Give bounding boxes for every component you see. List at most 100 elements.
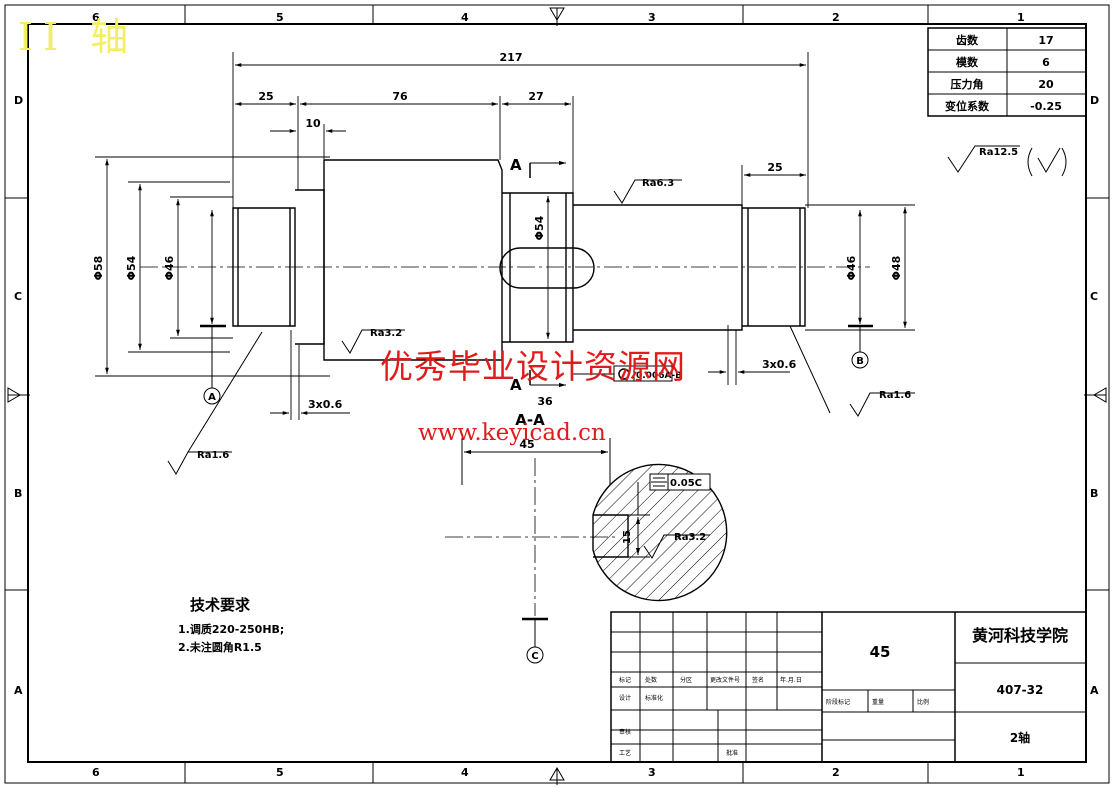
param-label: 齿数 [956,33,979,47]
zone-col-label: 5 [276,11,284,24]
watermark-url: www.keyicad.cn [418,420,606,446]
dimension-lines [95,52,915,420]
param-label: 模数 [956,55,979,69]
note-item: 1.调质220-250HB; [178,622,284,636]
dim-key-depth: 15 [622,530,633,544]
tb-cell: 审核 [619,728,631,736]
param-value: -0.25 [1030,100,1062,113]
tb-cell: 设计 [619,694,631,702]
zone-col-label: 6 [92,766,100,779]
param-label: 变位系数 [945,99,990,113]
tb-cell: 标准化 [645,694,663,702]
notes-title: 技术要求 [190,596,251,614]
dimension-texts: 217 25 76 27 10 25 Φ58 Φ54 Φ46 Φ54 Φ46 Φ… [92,51,903,411]
datum-c-label: C [531,651,538,662]
tb-cell: 批准 [726,749,738,757]
general-roughness: Ra12.5 [947,145,1067,177]
roughness-label: Ra6.3 [642,178,674,189]
school-name: 黄河科技学院 [972,626,1068,645]
tb-cell: 分区 [680,676,692,684]
section-label: A-A [515,411,545,429]
dim-chamfer-right: 3x0.6 [762,358,797,371]
title-block-text: 45 黄河科技学院 407-32 2轴 标记 处数 分区 更改文件号 签名 年.… [619,626,1068,757]
tb-cell: 比例 [917,698,929,706]
section-mark-bottom: A [510,376,522,394]
dim-shoulder: 10 [305,117,321,130]
zone-col-label: 5 [276,766,284,779]
datum-a: A [200,324,226,405]
dim-key-width: 36 [537,395,553,408]
zone-row-label: A [14,684,23,697]
sheet-frame [4,4,1110,785]
roughness-label: Ra3.2 [370,328,402,339]
param-value: 20 [1038,78,1054,91]
param-value: 17 [1038,34,1053,47]
title-block [610,611,1087,763]
zone-row-label: C [1090,290,1098,303]
dim-seg-right: 25 [767,161,782,174]
zone-row-label: C [14,290,22,303]
zone-col-label: 3 [648,11,656,24]
tb-cell: 重量 [872,698,884,706]
dim-section-width: 45 [519,438,534,451]
section-marks: A A [510,156,566,394]
technical-notes: 技术要求 1.调质220-250HB; 2.未注圆角R1.5 [178,596,284,654]
dim-seg-middle: 76 [392,90,408,103]
zone-col-label: 2 [832,766,840,779]
runout-frame: 0.006A-B [573,365,682,382]
drawing-number: 407-32 [997,683,1044,697]
tb-cell: 标记 [619,676,631,684]
watermark-text: 优秀毕业设计资源网 [380,347,686,386]
zone-row-label: B [1090,487,1098,500]
zone-col-label: 1 [1017,766,1025,779]
dim-diam-54: Φ54 [125,255,138,280]
zone-row-label: D [1090,94,1099,107]
dim-chamfer-left: 3x0.6 [308,398,343,411]
material: 45 [870,643,891,661]
overlay-title: II 轴 [18,15,139,59]
zone-col-label: 4 [461,11,469,24]
part-name: 2轴 [1010,730,1030,745]
zone-col-label: 2 [832,11,840,24]
dim-diam-46-left: Φ46 [163,255,176,280]
dim-diam-58: Φ58 [92,256,105,281]
tb-cell: 阶段标记 [826,698,850,706]
datum-b-label: B [856,356,864,367]
datum-a-label: A [208,392,216,403]
dim-overall: 217 [500,51,523,64]
roughness-label: Ra12.5 [979,147,1018,158]
param-value: 6 [1042,56,1050,69]
zone-col-label: 1 [1017,11,1025,24]
dim-diam-54-key: Φ54 [533,215,546,240]
tb-cell: 年.月.日 [780,676,802,684]
runout-value: 0.006A-B [636,371,682,381]
roughness-symbols [167,179,915,475]
dim-seg-left: 25 [258,90,273,103]
roughness-label: Ra1.6 [879,390,911,401]
zone-col-label: 4 [461,766,469,779]
param-label: 压力角 [951,77,984,91]
zone-col-label: 3 [648,766,656,779]
gear-param-table: 齿数 17 模数 6 压力角 20 变位系数 -0.25 [927,27,1087,117]
section-aa: A-A 45 C 15 0.05C Ra3.2 [445,411,728,664]
symmetry-value: 0.05C [670,478,702,489]
zone-col-label: 6 [92,11,100,24]
zone-labels: 6 5 4 3 2 1 6 5 4 3 2 1 D C B A D C B A [14,11,1099,779]
shaft-outline [232,159,806,361]
tb-cell: 处数 [645,676,657,684]
dim-diam-48: Φ48 [890,256,903,281]
tb-cell: 签名 [752,676,764,684]
roughness-label: Ra3.2 [674,532,706,543]
zone-row-label: D [14,94,23,107]
tb-cell: 工艺 [619,749,631,757]
roughness-label: Ra1.6 [197,450,229,461]
dim-seg-key: 27 [528,90,543,103]
datum-b: B [848,324,873,369]
section-mark-top: A [510,156,522,174]
tb-cell: 更改文件号 [710,676,740,684]
dim-diam-46-right: Φ46 [845,255,858,280]
zone-row-label: B [14,487,22,500]
note-item: 2.未注圆角R1.5 [178,640,262,654]
zone-row-label: A [1090,684,1099,697]
